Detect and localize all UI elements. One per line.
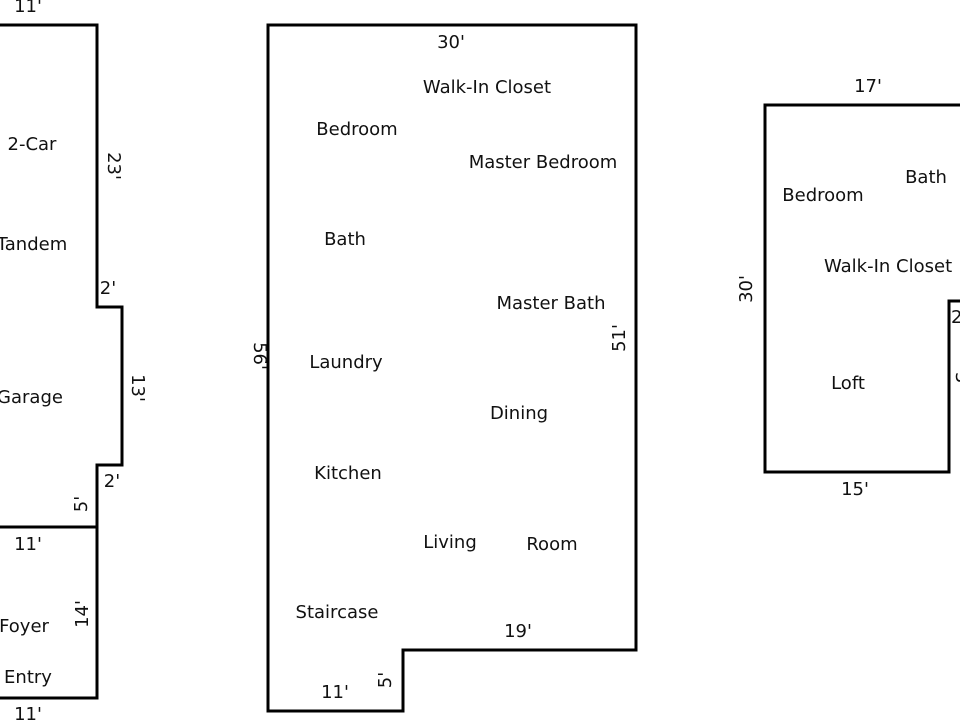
dim-upper-right-lower: 5' [951,372,960,388]
dim-main-bottom-right: 19' [504,621,532,642]
room-label-tandem: Tandem [0,234,67,255]
dim-garage-lower-right: 5' [71,496,92,512]
dim-upper-jog: 2' [951,307,960,328]
room-label-2-car: 2-Car [8,134,58,155]
room-label-bath: Bath [324,229,366,250]
dim-garage-top: 11' [14,0,42,17]
room-label-master-bath: Master Bath [496,293,605,314]
upper-section: 17' Bath Bedroom Walk-In Closet 30' 2' L… [736,76,960,500]
dim-main-notch: 5' [375,672,396,688]
dim-foyer-right: 14' [72,600,93,628]
room-label-loft: Loft [831,373,865,394]
room-label-upper-bath: Bath [905,167,947,188]
room-label-walk-in-closet: Walk-In Closet [423,77,551,98]
dim-main-right: 51' [609,324,630,352]
upper-outline [763,103,960,474]
room-label-laundry: Laundry [309,352,383,373]
dim-upper-left: 30' [736,275,757,303]
room-label-master-bedroom: Master Bedroom [469,152,618,173]
room-label-staircase: Staircase [296,602,379,623]
room-label-garage: Garage [0,387,63,408]
room-label-bedroom: Bedroom [316,119,397,140]
dim-garage-right-upper: 23' [103,152,124,180]
garage-section: 11' 2-Car 23' Tandem 2' 13' Garage 2' 5'… [0,0,148,720]
room-label-upper-bedroom: Bedroom [782,185,863,206]
dim-upper-bottom: 15' [841,479,869,500]
room-label-living: Living [423,532,477,553]
dim-main-bottom-left: 11' [321,682,349,703]
garage-outline [0,23,124,700]
dim-garage-jog-side: 13' [127,374,148,402]
dim-foyer-top: 11' [14,534,42,555]
dim-entry-bottom: 11' [14,704,42,720]
room-label-dining: Dining [490,403,548,424]
room-label-foyer: Foyer [0,616,50,637]
dim-main-left: 56' [249,342,270,370]
room-label-entry: Entry [4,667,52,688]
dim-garage-jog-top: 2' [100,278,116,299]
main-section: 30' Walk-In Closet Bedroom Master Bedroo… [249,23,638,713]
main-outline [266,23,638,713]
dim-upper-top: 17' [854,76,882,97]
room-label-upper-walk-in-closet: Walk-In Closet [824,256,952,277]
dim-garage-jog-bottom: 2' [104,471,120,492]
dim-main-top: 30' [437,32,465,53]
room-label-kitchen: Kitchen [314,463,382,484]
room-label-room: Room [526,534,577,555]
